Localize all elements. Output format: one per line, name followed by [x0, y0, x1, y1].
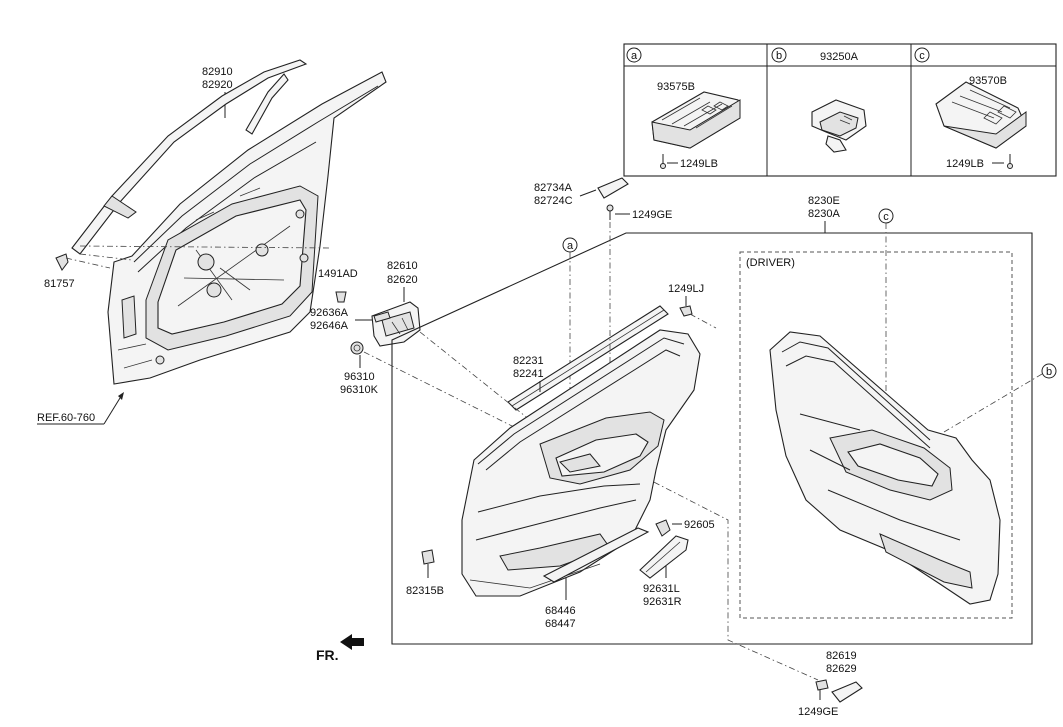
- pull-handle-92631L: [639, 535, 689, 579]
- inset-a-screw-number: 1249LB: [680, 158, 718, 170]
- leader-82734A: [579, 189, 597, 197]
- ref-leader: [103, 397, 121, 425]
- clip-81757-icon: [55, 253, 69, 271]
- inset-a-window-switch: [651, 91, 741, 149]
- speaker-grille-96310-icon: [350, 341, 364, 355]
- label-8230A: 8230A: [808, 208, 840, 220]
- inset-c-screw-icon: [1007, 154, 1013, 169]
- inset-a-screw-icon: [660, 154, 666, 169]
- inset-callout-b-circle: [771, 47, 787, 63]
- label-82241: 82241: [513, 368, 544, 380]
- label-82724C: 82724C: [534, 195, 573, 207]
- dash-speaker-to-trim: [363, 351, 521, 431]
- handle-bezel-92636A: [373, 311, 391, 323]
- label-82629: 82629: [826, 663, 857, 675]
- label-82231: 82231: [513, 355, 544, 367]
- dash-frame-to-handle: [79, 245, 331, 249]
- screw-1249LJ-icon: [679, 305, 693, 317]
- main-trim-box: [391, 232, 1033, 645]
- dash-callout-b: [943, 373, 1043, 433]
- dash-lower-to-82619: [641, 475, 819, 681]
- inset-a-part-number: 93575B: [657, 81, 695, 93]
- screw-1249GE-top-icon: [606, 204, 614, 220]
- label-92631R: 92631R: [643, 596, 682, 608]
- callout-b: b: [1046, 366, 1052, 378]
- label-82610: 82610: [387, 260, 418, 272]
- label-82619: 82619: [826, 650, 857, 662]
- dash-81757: [65, 253, 133, 269]
- label-driver: (DRIVER): [746, 257, 795, 269]
- label-68446: 68446: [545, 605, 576, 617]
- dash-1249LJ: [689, 313, 717, 329]
- driver-dashed-box: [739, 251, 1013, 619]
- label-82315B: 82315B: [406, 585, 444, 597]
- screw-1249GE-bottom-icon: [815, 679, 829, 691]
- label-92605: 92605: [684, 519, 715, 531]
- label-96310K: 96310K: [340, 384, 379, 396]
- inside-handle-82610: [371, 301, 421, 347]
- inset-b-part-number: 93250A: [820, 51, 859, 63]
- label-92646A: 92646A: [310, 320, 349, 332]
- driver-door-trim-panel: [769, 331, 1001, 605]
- label-1249GE-top: 1249GE: [632, 209, 672, 221]
- callout-a: a: [567, 240, 574, 252]
- clip-92605-icon: [655, 519, 671, 537]
- inset-callout-b: b: [776, 50, 782, 62]
- inset-c-part-number: 93570B: [969, 75, 1007, 87]
- label-96310: 96310: [344, 371, 375, 383]
- inset-table: a b 93250A c 93575B 1249LB 93570B: [623, 43, 1057, 177]
- label-ref-60-760: REF.60-760: [37, 412, 95, 424]
- label-8230E: 8230E: [808, 195, 840, 207]
- screw-1491AD-icon: [335, 291, 347, 303]
- label-92636A: 92636A: [310, 307, 349, 319]
- inset-callout-a-circle: [626, 47, 642, 63]
- label-92631L: 92631L: [643, 583, 680, 595]
- door-trim-panel: [461, 329, 701, 597]
- cover-82619-icon: [831, 681, 863, 703]
- callout-c: c: [883, 211, 889, 223]
- clip-82315B-icon: [421, 549, 435, 578]
- label-81757: 81757: [44, 278, 75, 290]
- label-82620: 82620: [387, 274, 418, 286]
- glass-run-weatherstrip: [71, 59, 308, 255]
- inset-c-window-switch: [935, 81, 1027, 149]
- label-82734A: 82734A: [534, 182, 573, 194]
- inset-c-screw-number: 1249LB: [946, 158, 984, 170]
- label-68447: 68447: [545, 618, 576, 630]
- belt-moulding-82231: [507, 305, 669, 411]
- label-1249GE-bottom: 1249GE: [798, 706, 838, 718]
- inset-callout-c: c: [919, 50, 925, 62]
- label-fr: FR.: [316, 647, 339, 663]
- door-frame: [107, 71, 387, 385]
- label-82910: 82910: [202, 66, 233, 78]
- inset-callout-c-circle: [914, 47, 930, 63]
- callout-b-circle: [1041, 363, 1057, 379]
- label-1491AD: 1491AD: [318, 268, 358, 280]
- ref-arrow-icon: [118, 392, 124, 400]
- lower-strip-68446: [542, 527, 650, 583]
- label-82920: 82920: [202, 79, 233, 91]
- dash-handle-to-trim: [419, 331, 531, 421]
- cover-82734A-icon: [597, 177, 629, 199]
- inset-b-switch: [811, 99, 867, 153]
- inset-table-border: [623, 43, 1057, 177]
- inset-callout-a: a: [631, 50, 638, 62]
- label-1249LJ: 1249LJ: [668, 283, 704, 295]
- front-arrow-icon: [340, 634, 364, 650]
